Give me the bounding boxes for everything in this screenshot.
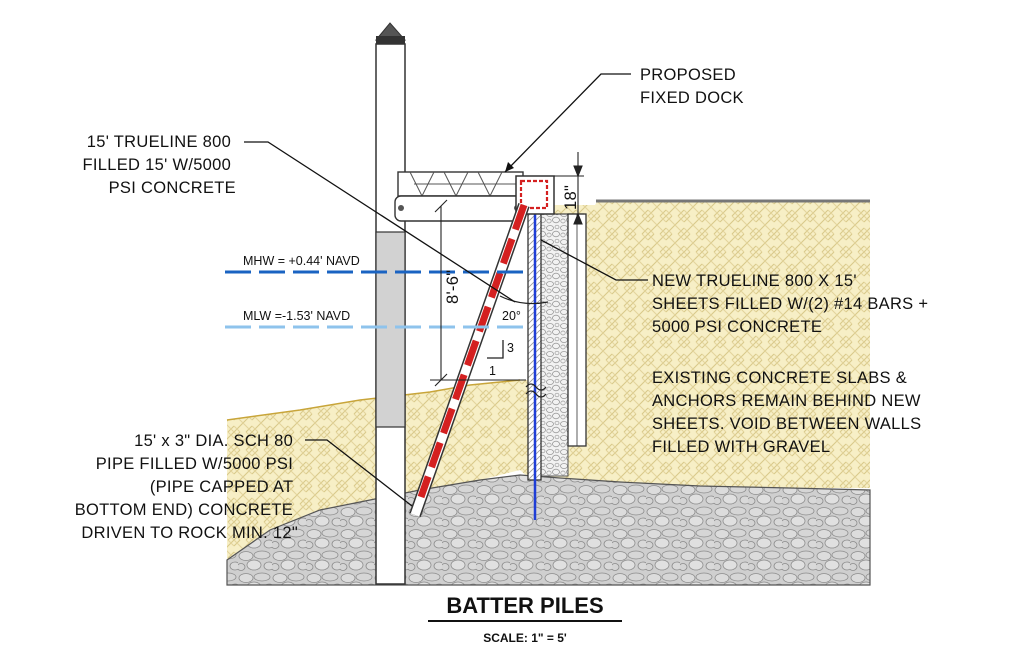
batter-pipe	[409, 203, 530, 517]
scale-label: SCALE: 1" = 5'	[483, 631, 567, 645]
callout-existing-slabs: EXISTING CONCRETE SLABS & ANCHORS REMAIN…	[652, 369, 926, 456]
pile-concrete-zone	[375, 231, 406, 428]
callout-batter-pipe: 15' x 3" DIA. SCH 80 PIPE FILLED W/5000 …	[75, 432, 298, 542]
height-dimension-label: 8'-6"	[444, 270, 462, 304]
callout-proposed-dock: PROPOSED FIXED DOCK	[640, 66, 744, 107]
leader-lines	[244, 73, 648, 507]
slope-run: 1	[489, 364, 496, 378]
height-dimension	[430, 199, 526, 387]
mlw-label: MLW =-1.53' NAVD	[243, 309, 350, 323]
angle-label: 20°	[502, 309, 521, 323]
mhw-label: MHW = +0.44' NAVD	[243, 254, 360, 268]
slope-rise: 3	[507, 341, 514, 355]
slope-symbol	[487, 340, 504, 359]
dock-stringer	[394, 195, 524, 222]
break-symbol	[525, 383, 547, 398]
callout-trueline-800: 15' TRUELINE 800 FILLED 15' W/5000 PSI C…	[83, 133, 236, 197]
angle-arc	[499, 295, 549, 305]
cap-dimension-label: 18"	[562, 185, 580, 210]
cap-dimension	[554, 152, 584, 225]
callout-new-sheets: NEW TRUELINE 800 X 15' SHEETS FILLED W/(…	[652, 272, 933, 336]
gravel-void	[540, 213, 569, 477]
cap-rebar	[519, 179, 549, 210]
drawing-title: BATTER PILES	[446, 593, 603, 618]
